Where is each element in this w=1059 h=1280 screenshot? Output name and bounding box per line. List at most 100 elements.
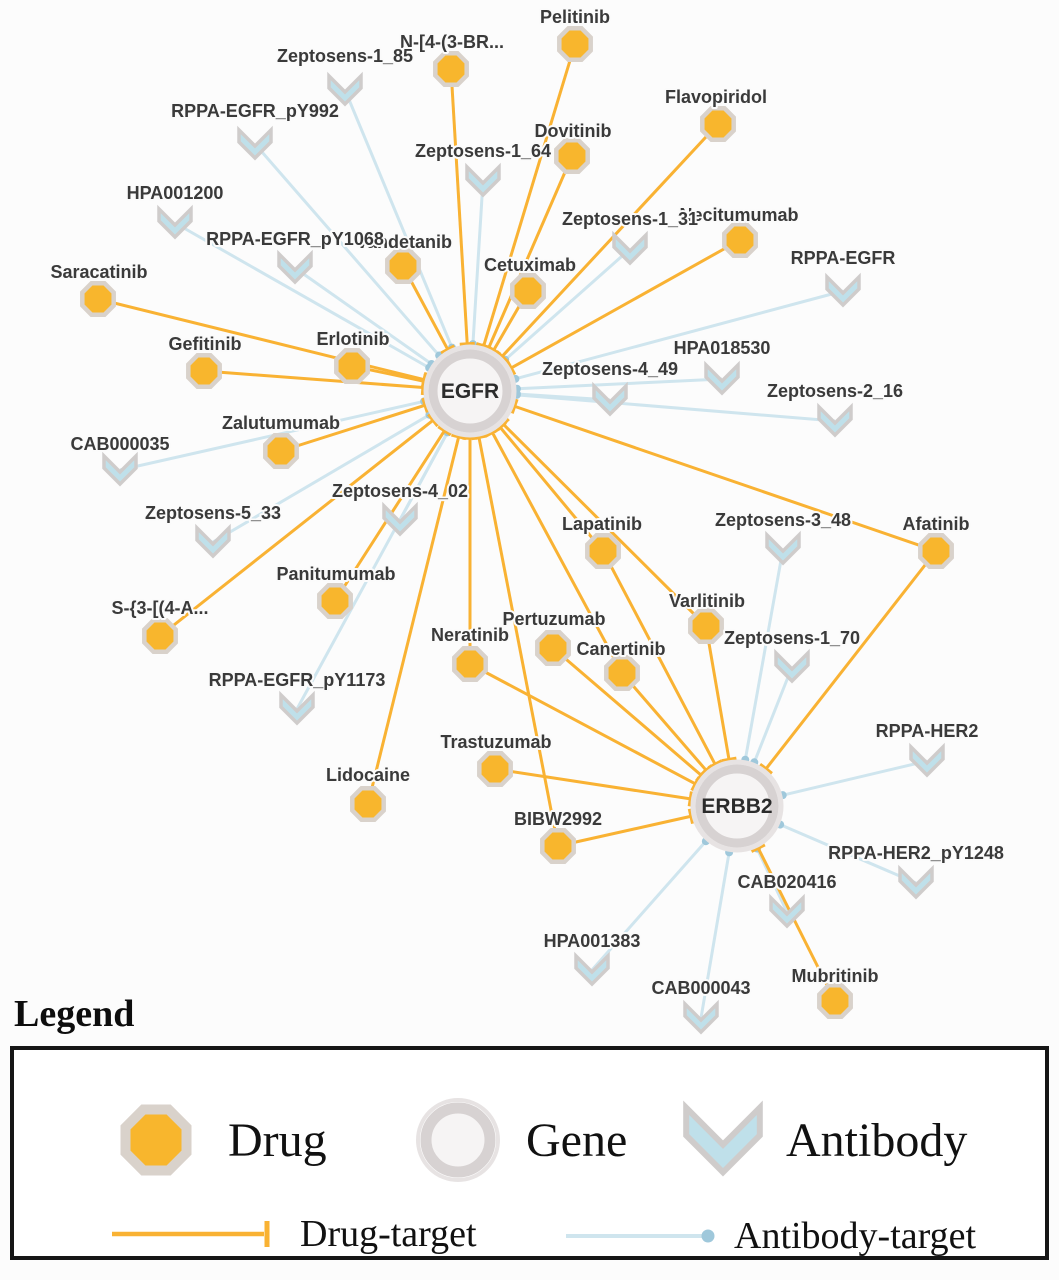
legend-item-gene: Gene xyxy=(412,1094,627,1186)
antibody-target-edge xyxy=(743,548,785,760)
antibody-node[interactable] xyxy=(102,451,138,487)
antibody-chevron xyxy=(195,523,231,559)
antibody-target-edge xyxy=(294,266,433,366)
antibody-node[interactable] xyxy=(237,125,273,161)
node-label: Lidocaine xyxy=(326,765,410,785)
drug-node[interactable] xyxy=(585,533,621,569)
drug-node[interactable] xyxy=(186,353,222,389)
antibody-node[interactable] xyxy=(765,530,801,566)
antibody-chevron xyxy=(277,249,313,285)
drug-edge-tee xyxy=(505,360,517,376)
drug-node[interactable] xyxy=(535,630,571,666)
antibody-node[interactable] xyxy=(612,230,648,266)
antibody-target-edge xyxy=(174,221,430,370)
antibody-target-edge xyxy=(782,759,928,797)
antibody-node[interactable] xyxy=(382,501,418,537)
node-label: Zeptosens-1_64 xyxy=(415,141,551,161)
drug-node[interactable] xyxy=(688,608,724,644)
drug-nodes xyxy=(80,26,954,1019)
node-label: Neratinib xyxy=(431,625,509,645)
drug-target-edge xyxy=(203,369,424,389)
gene-circle-icon xyxy=(416,1098,500,1182)
gene-halo-ring xyxy=(690,759,784,853)
legend-label-antibody: Antibody xyxy=(786,1113,968,1167)
drug-node[interactable] xyxy=(554,138,590,174)
drug-edge-tee xyxy=(437,425,452,437)
antibody-node[interactable] xyxy=(683,999,719,1035)
drug-edge-tee xyxy=(750,843,766,853)
drug-node[interactable] xyxy=(385,248,421,284)
node-label: Panitumumab xyxy=(276,564,395,584)
gene-node-egfr[interactable]: EGFR xyxy=(423,344,517,438)
node-label: RPPA-EGFR_pY992 xyxy=(171,101,339,121)
antibody-node[interactable] xyxy=(704,360,740,396)
node-label: Zeptosens-5_33 xyxy=(145,503,281,523)
antibody-node[interactable] xyxy=(774,648,810,684)
antibody-chevron xyxy=(683,999,719,1035)
antibody-node[interactable] xyxy=(592,381,628,417)
node-label: Lapatinib xyxy=(562,514,642,534)
gene-node-erbb2[interactable]: ERBB2 xyxy=(690,759,784,853)
drug-node[interactable] xyxy=(918,533,954,569)
drug-node[interactable] xyxy=(334,348,370,384)
antibody-chevron xyxy=(612,230,648,266)
antibody-node[interactable] xyxy=(769,893,805,929)
antibody-node[interactable] xyxy=(157,204,193,240)
node-label: Zeptosens-3_48 xyxy=(715,510,851,530)
node-label: Vandetanib xyxy=(356,232,452,252)
drug-target-edge xyxy=(487,155,574,349)
antibody-node[interactable] xyxy=(279,690,315,726)
antibody-chevron xyxy=(909,742,945,778)
antibody-chevron xyxy=(102,451,138,487)
antibody-node[interactable] xyxy=(195,523,231,559)
drug-node[interactable] xyxy=(557,26,593,62)
drug-target-edge xyxy=(366,436,461,805)
drug-target-edge xyxy=(159,418,435,638)
antibody-chevron xyxy=(157,204,193,240)
drug-node[interactable] xyxy=(433,51,469,87)
drug-node[interactable] xyxy=(263,433,299,469)
antibody-node[interactable] xyxy=(574,951,610,987)
drug-node[interactable] xyxy=(477,751,513,787)
antibody-target-edge xyxy=(516,393,836,423)
antibody-target-edge xyxy=(516,377,723,391)
drug-node[interactable] xyxy=(317,583,353,619)
drug-node[interactable] xyxy=(142,618,178,654)
drug-target-edge xyxy=(552,646,703,777)
drug-edges xyxy=(97,43,938,1002)
antibody-chevron xyxy=(574,951,610,987)
drug-node[interactable] xyxy=(540,828,576,864)
antibody-chevron xyxy=(327,71,363,107)
drug-node[interactable] xyxy=(80,281,116,317)
drug-node[interactable] xyxy=(604,655,640,691)
drug-node[interactable] xyxy=(817,983,853,1019)
antibody-target-edge xyxy=(752,666,794,763)
drug-edge-tee xyxy=(721,756,737,763)
antibody-target-edge xyxy=(779,823,917,885)
drug-node[interactable] xyxy=(722,222,758,258)
antibody-target-edge xyxy=(699,852,731,1019)
antibody-node[interactable] xyxy=(465,162,501,198)
antibody-node[interactable] xyxy=(327,71,363,107)
drug-target-edge xyxy=(704,625,731,760)
node-label: Zeptosens-2_16 xyxy=(767,381,903,401)
gene-circle xyxy=(428,349,512,433)
antibody-node[interactable] xyxy=(898,864,934,900)
drug-target-edge xyxy=(449,68,469,345)
drug-node[interactable] xyxy=(700,106,736,142)
drug-target-edge xyxy=(482,43,577,347)
gene-label: ERBB2 xyxy=(701,795,772,818)
drug-edge-tee xyxy=(484,427,500,438)
antibody-node[interactable] xyxy=(817,402,853,438)
antibody-node[interactable] xyxy=(825,272,861,308)
node-label: S-{3-[(4-A... xyxy=(111,598,208,618)
drug-target-edge xyxy=(498,426,605,552)
gene-halo-ring xyxy=(423,344,517,438)
drug-edge-tee xyxy=(421,397,430,413)
antibody-node[interactable] xyxy=(277,249,313,285)
antibody-target-edge xyxy=(343,89,454,349)
antibody-node[interactable] xyxy=(909,742,945,778)
drug-node[interactable] xyxy=(350,786,386,822)
drug-node[interactable] xyxy=(452,646,488,682)
drug-node[interactable] xyxy=(510,273,546,309)
